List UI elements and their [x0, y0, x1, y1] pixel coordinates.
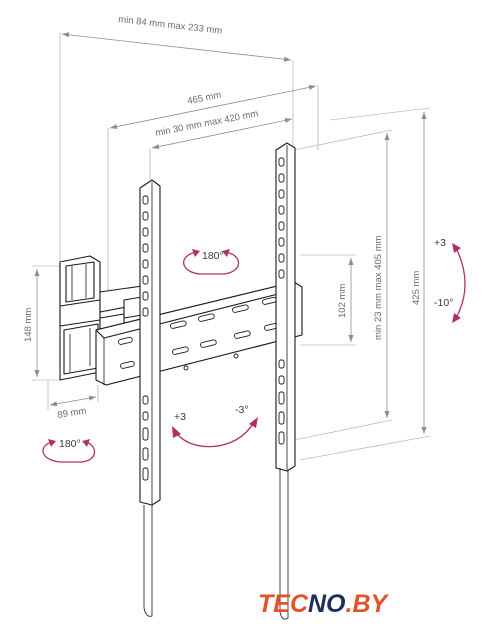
rotation-arrow-bottom: 180° — [42, 438, 96, 463]
dimension-vertical-spacing: min 23 mm max 405 mm — [293, 129, 393, 441]
dimension-overall-height-label: 425 mm — [411, 271, 422, 305]
svg-text:TECNO.BY: TECNO.BY — [258, 590, 390, 618]
dimension-plate-height-label: 102 mm — [337, 284, 348, 318]
tilt-up-label: +3 — [434, 237, 446, 249]
dimension-arm-extension-label: min 84 mm max 233 mm — [118, 14, 223, 37]
rotation-top-label: 180° — [202, 250, 224, 262]
swivel-plus-label: +3 — [174, 411, 186, 423]
dimension-overall-width-label: 465 mm — [186, 90, 222, 107]
brand-name-part2: NO — [308, 590, 346, 618]
dimension-wall-plate-height-label: 148 mm — [23, 308, 34, 342]
wall-plate-assembly — [59, 255, 149, 381]
tilt-arrow: +3 -10° — [434, 237, 466, 323]
dimension-horizontal-spacing: min 30 mm max 420 mm — [149, 108, 293, 180]
vertical-rail-left — [139, 179, 161, 617]
vertical-rail-right — [275, 142, 296, 620]
rotation-bottom-label: 180° — [59, 438, 81, 450]
dimension-arm-extension: min 84 mm max 233 mm — [59, 14, 294, 262]
rail-left-holes — [142, 195, 149, 481]
swivel-minus-label: -3° — [235, 404, 249, 416]
dimension-wall-plate-depth: 89 mm — [47, 380, 99, 421]
tilt-down-label: -10° — [434, 297, 453, 309]
dimension-overall-height: 425 mm — [299, 107, 431, 461]
brand-name-part3: .BY — [346, 590, 390, 618]
brand-name-part1: TEC — [258, 590, 309, 618]
plate-slots — [118, 296, 279, 371]
swivel-arrow: +3 -3° — [172, 404, 258, 448]
dimension-wall-plate-depth-label: 89 mm — [57, 406, 87, 421]
brand-logo: TECNO.BY — [258, 590, 390, 618]
dimension-plate-height: 102 mm — [300, 254, 356, 346]
rail-right-holes — [278, 157, 285, 445]
dimension-horizontal-spacing-label: min 30 mm max 420 mm — [154, 108, 259, 139]
dimension-wall-plate-height: 148 mm — [23, 265, 62, 381]
rotation-arrow-top: 180° — [183, 249, 240, 275]
dimension-vertical-spacing-label: min 23 mm max 405 mm — [373, 235, 384, 340]
